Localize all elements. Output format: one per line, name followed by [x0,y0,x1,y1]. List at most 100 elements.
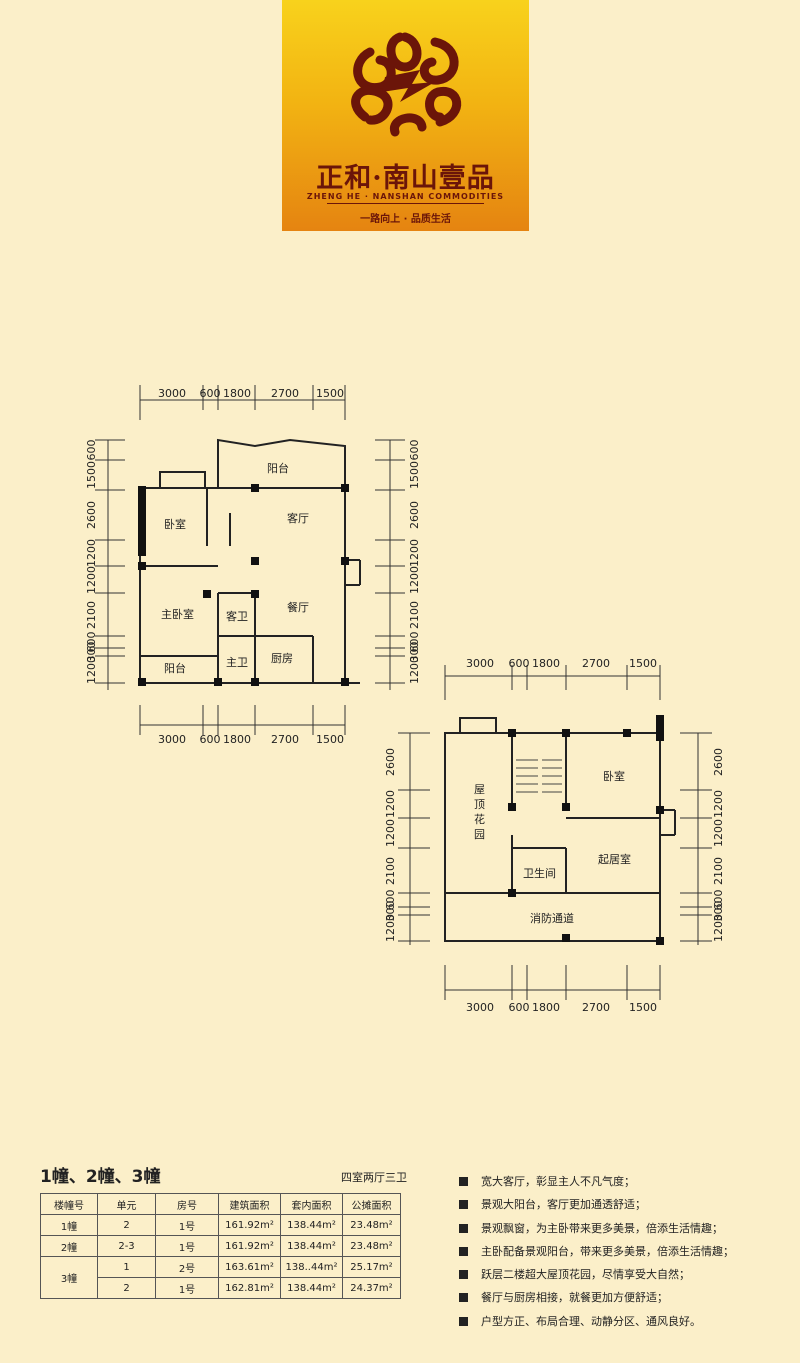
table-cell: 24.37m² [342,1277,401,1299]
brand-name-en: ZHENG HE · NANSHAN COMMODITIES [306,192,505,201]
brand-name-cn: 正和·南山壹品 [316,163,495,194]
plan1-room-guest-bath: 客卫 [226,609,248,623]
dimension-label: 2600 [85,501,98,529]
feature-item: 主卧配备景观阳台，带来更多美景，倍添生活情趣； [459,1240,734,1263]
plan1-room-master-bath: 主卫 [226,656,248,669]
dimension-label: 600 [509,657,530,670]
dimension-label: 600 [712,890,725,911]
table-cell: 2幢 [40,1235,98,1257]
plan2-room-bedroom: 卧室 [603,769,625,783]
dimension-label: 2700 [271,387,299,400]
square-bullet-icon [459,1177,468,1186]
plan2-room-sitting: 起居室 [598,852,631,866]
plan-guide-lines [95,385,712,1000]
table-cell: 161.92m² [218,1235,281,1257]
dimension-label: 600 [85,440,98,461]
dimension-label: 1500 [316,733,344,746]
table-cell: 138.44m² [280,1277,343,1299]
dimension-label: 2100 [408,601,421,629]
plan1-columns [138,484,349,686]
dimension-label: 1500 [629,1001,657,1014]
dimension-label: 1200 [384,914,397,942]
table-row: 2幢 2-3 1号 161.92m² 138.44m² 23.48m² [40,1235,401,1257]
plan1-room-dining: 餐厅 [287,600,309,614]
plan1-room-balcony-top: 阳台 [267,461,289,475]
table-cell: 163.61m² [218,1256,281,1278]
plan2-room-fire-passage: 消防通道 [530,911,574,925]
feature-item: 宽大客厅，彰显主人不凡气度； [459,1170,734,1193]
plan2-room-roof-garden-4: 园 [474,828,485,841]
plan1-room-master: 主卧室 [161,607,194,621]
table-cell: 2 [97,1214,156,1236]
dimension-label: 1200 [85,539,98,567]
brand-slogan: 一路向上 · 品质生活 [360,214,451,225]
dimension-label: 1800 [532,657,560,670]
dimension-label: 600 [408,632,421,653]
dimension-label: 1200 [384,790,397,818]
table-row: 3幢 1 2号 163.61m² 138..44m² 25.17m² [40,1256,401,1299]
feature-text: 跃层二楼超大屋顶花园，尽情享受大自然； [481,1268,690,1282]
dimension-label: 1200 [85,566,98,594]
table-cell: 2号 [155,1256,219,1278]
table-cell: 162.81m² [218,1277,281,1299]
square-bullet-icon [459,1316,468,1326]
plan2-room-roof-garden-1: 屋 [474,783,485,796]
dimension-label: 1200 [408,656,421,684]
table-header: 套内面积 [280,1193,343,1215]
table-header: 公摊面积 [342,1193,401,1215]
table-cell: 3幢 [40,1256,98,1299]
feature-item: 餐厅与厨房相接，就餐更加方便舒适； [459,1286,734,1309]
table-cell: 2-3 [97,1235,156,1257]
feature-item: 跃层二楼超大屋顶花园，尽情享受大自然； [459,1263,734,1286]
plan2-room-roof-garden-2: 顶 [474,798,485,811]
plan2-stairs [516,759,562,793]
building-title: 1幢、2幢、3幢 [40,1167,161,1187]
table-cell: 138..44m² [280,1256,343,1278]
dimension-label: 300 [712,901,725,922]
table-cell: 1号 [155,1214,219,1236]
plan2-room-roof-garden-3: 花 [474,813,485,826]
square-bullet-icon [459,1246,468,1256]
dimension-label: 600 [408,440,421,461]
dragon-emblem-icon [351,32,462,137]
dimension-label: 600 [200,387,221,400]
table-header: 楼幢号 [40,1193,98,1215]
dimension-label: 1500 [629,657,657,670]
plan1-room-kitchen: 厨房 [271,652,293,665]
feature-text: 景观飘窗，为主卧带来更多美景，倍添生活情趣； [481,1221,723,1235]
table-cell: 23.48m² [342,1214,401,1236]
plan2-walls [444,717,676,942]
table-cell: 2 [97,1277,156,1299]
plan1-room-balcony-bottom: 阳台 [164,661,186,675]
plan2-room-bathroom: 卫生间 [523,866,556,880]
dimension-label: 1200 [85,656,98,684]
dimension-label: 3000 [466,1001,494,1014]
feature-list: 宽大客厅，彰显主人不凡气度； 景观大阳台，客厅更加通透舒适； 景观飘窗，为主卧带… [459,1170,734,1333]
dimension-label: 1200 [712,914,725,942]
dimension-label: 2100 [85,601,98,629]
dimension-label: 2100 [712,857,725,885]
square-bullet-icon [459,1293,468,1303]
feature-text: 主卧配备景观阳台，带来更多美景，倍添生活情趣； [481,1244,734,1258]
feature-text: 景观大阳台，客厅更加通透舒适； [481,1198,646,1212]
dimension-label: 300 [408,642,421,663]
dimension-label: 2600 [384,748,397,776]
unit-area-table: 楼幢号 单元 房号 建筑面积 套内面积 公摊面积 1幢 2 1号 161.92m… [40,1193,401,1299]
square-bullet-icon [459,1200,468,1210]
table-cell: 138.44m² [280,1214,343,1236]
brand-logo-panel: 正和·南山壹品 ZHENG HE · NANSHAN COMMODITIES 一… [282,0,529,231]
dimension-label: 1200 [712,819,725,847]
dimension-label: 300 [384,901,397,922]
table-cell: 161.92m² [218,1214,281,1236]
layout-type: 四室两厅三卫 [341,1171,407,1184]
logo-divider [327,203,484,204]
dimension-label: 600 [384,890,397,911]
dimension-label: 600 [509,1001,530,1014]
table-cell: 1号 [155,1235,219,1257]
dimension-label: 1800 [223,733,251,746]
dimension-label: 2100 [384,857,397,885]
dimension-label: 1500 [316,387,344,400]
table-cell: 1号 [155,1277,219,1299]
plan1-room-living: 客厅 [287,511,309,525]
